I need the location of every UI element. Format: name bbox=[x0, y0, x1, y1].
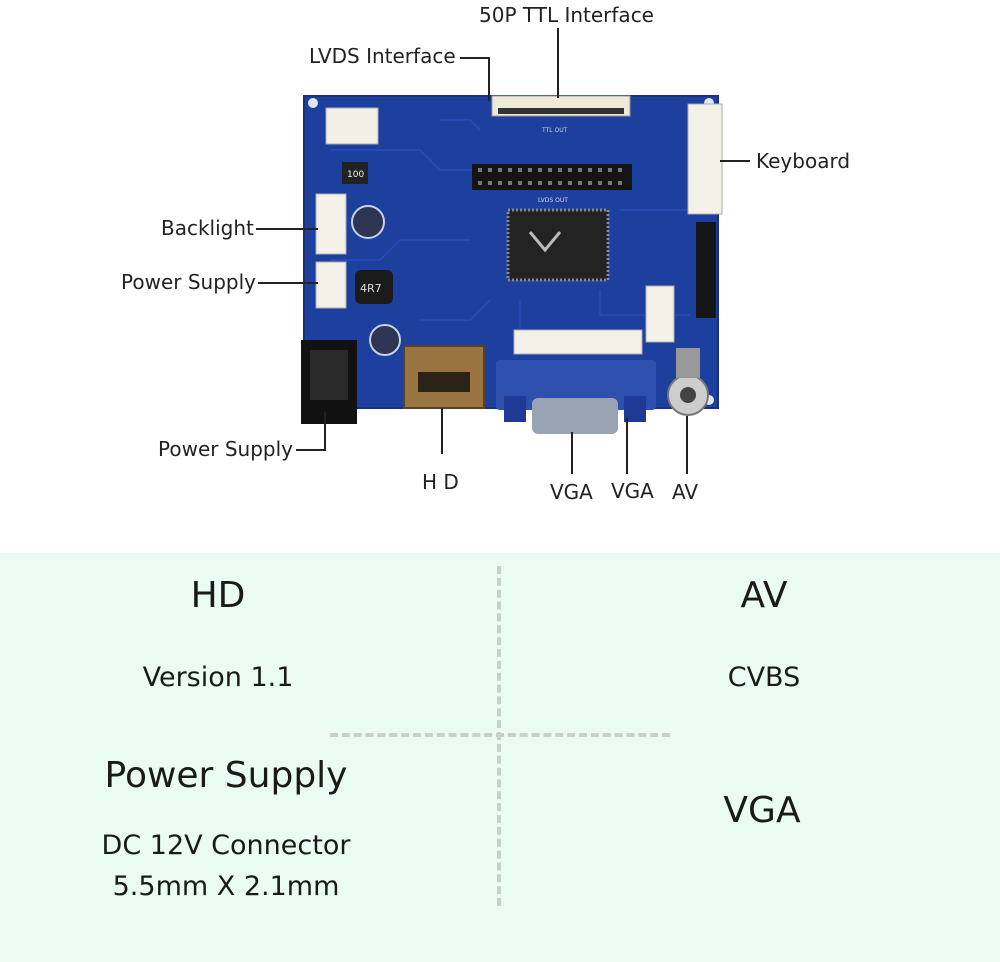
inductor-value: 4R7 bbox=[360, 282, 382, 295]
hd-title: HD bbox=[190, 575, 246, 616]
callout-line-power-top bbox=[258, 282, 318, 284]
ttl-out-mark: TTL OUT bbox=[541, 127, 568, 134]
label-power-supply-jack: Power Supply bbox=[158, 437, 293, 461]
label-vga-2: VGA bbox=[611, 479, 654, 503]
callout-line-power-jack bbox=[324, 412, 326, 450]
av-detail: CVBS bbox=[727, 662, 801, 693]
controller-board-illustration: 100 4R7 TTL OUT LVDS OUT bbox=[301, 95, 723, 434]
vga-dsub bbox=[496, 360, 656, 410]
hd-detail: Version 1.1 bbox=[142, 662, 294, 693]
lvds-pin-header bbox=[472, 164, 632, 190]
av-title: AV bbox=[740, 575, 788, 616]
backlight-connector bbox=[315, 193, 347, 255]
av-small-connector bbox=[645, 285, 675, 343]
power-detail-line2: 5.5mm X 2.1mm bbox=[112, 871, 340, 902]
callout-line-power-jack bbox=[296, 449, 326, 451]
keyboard-connector bbox=[687, 103, 723, 215]
power-detail-line1: DC 12V Connector bbox=[101, 830, 351, 861]
lvds-out-mark: LVDS OUT bbox=[538, 197, 568, 204]
label-av: AV bbox=[672, 480, 699, 504]
power-connector bbox=[315, 261, 347, 309]
vga-header bbox=[513, 329, 643, 355]
callout-line-vga1 bbox=[571, 432, 573, 474]
vga-title: VGA bbox=[723, 790, 801, 831]
callout-line-lvds bbox=[460, 57, 490, 59]
mount-hole bbox=[308, 98, 318, 108]
power-title: Power Supply bbox=[104, 755, 348, 796]
label-hd: H D bbox=[422, 470, 459, 494]
capacitor bbox=[342, 162, 368, 184]
callout-line-backlight bbox=[256, 228, 318, 230]
callout-line-hd bbox=[441, 408, 443, 454]
label-backlight: Backlight bbox=[161, 216, 254, 240]
electrolytic-cap bbox=[369, 324, 401, 356]
callout-line-ttl bbox=[557, 28, 559, 98]
label-keyboard: Keyboard bbox=[756, 149, 851, 173]
label-ttl-interface: 50P TTL Interface bbox=[479, 3, 654, 27]
callout-line-keyboard bbox=[720, 160, 750, 162]
horizontal-divider bbox=[330, 733, 670, 737]
callout-line-vga2 bbox=[626, 418, 628, 474]
small-connector bbox=[325, 107, 379, 145]
label-lvds-interface: LVDS Interface bbox=[309, 44, 456, 68]
side-pin-header bbox=[696, 222, 716, 318]
cap-value: 100 bbox=[347, 170, 364, 180]
callout-line-lvds bbox=[488, 57, 490, 101]
lvds-pins bbox=[478, 168, 622, 185]
inductor bbox=[355, 270, 393, 304]
label-vga-1: VGA bbox=[550, 480, 593, 504]
main-chip bbox=[506, 208, 610, 282]
callout-line-av bbox=[686, 416, 688, 474]
electrolytic-cap bbox=[351, 205, 385, 239]
label-power-supply-top: Power Supply bbox=[121, 270, 256, 294]
